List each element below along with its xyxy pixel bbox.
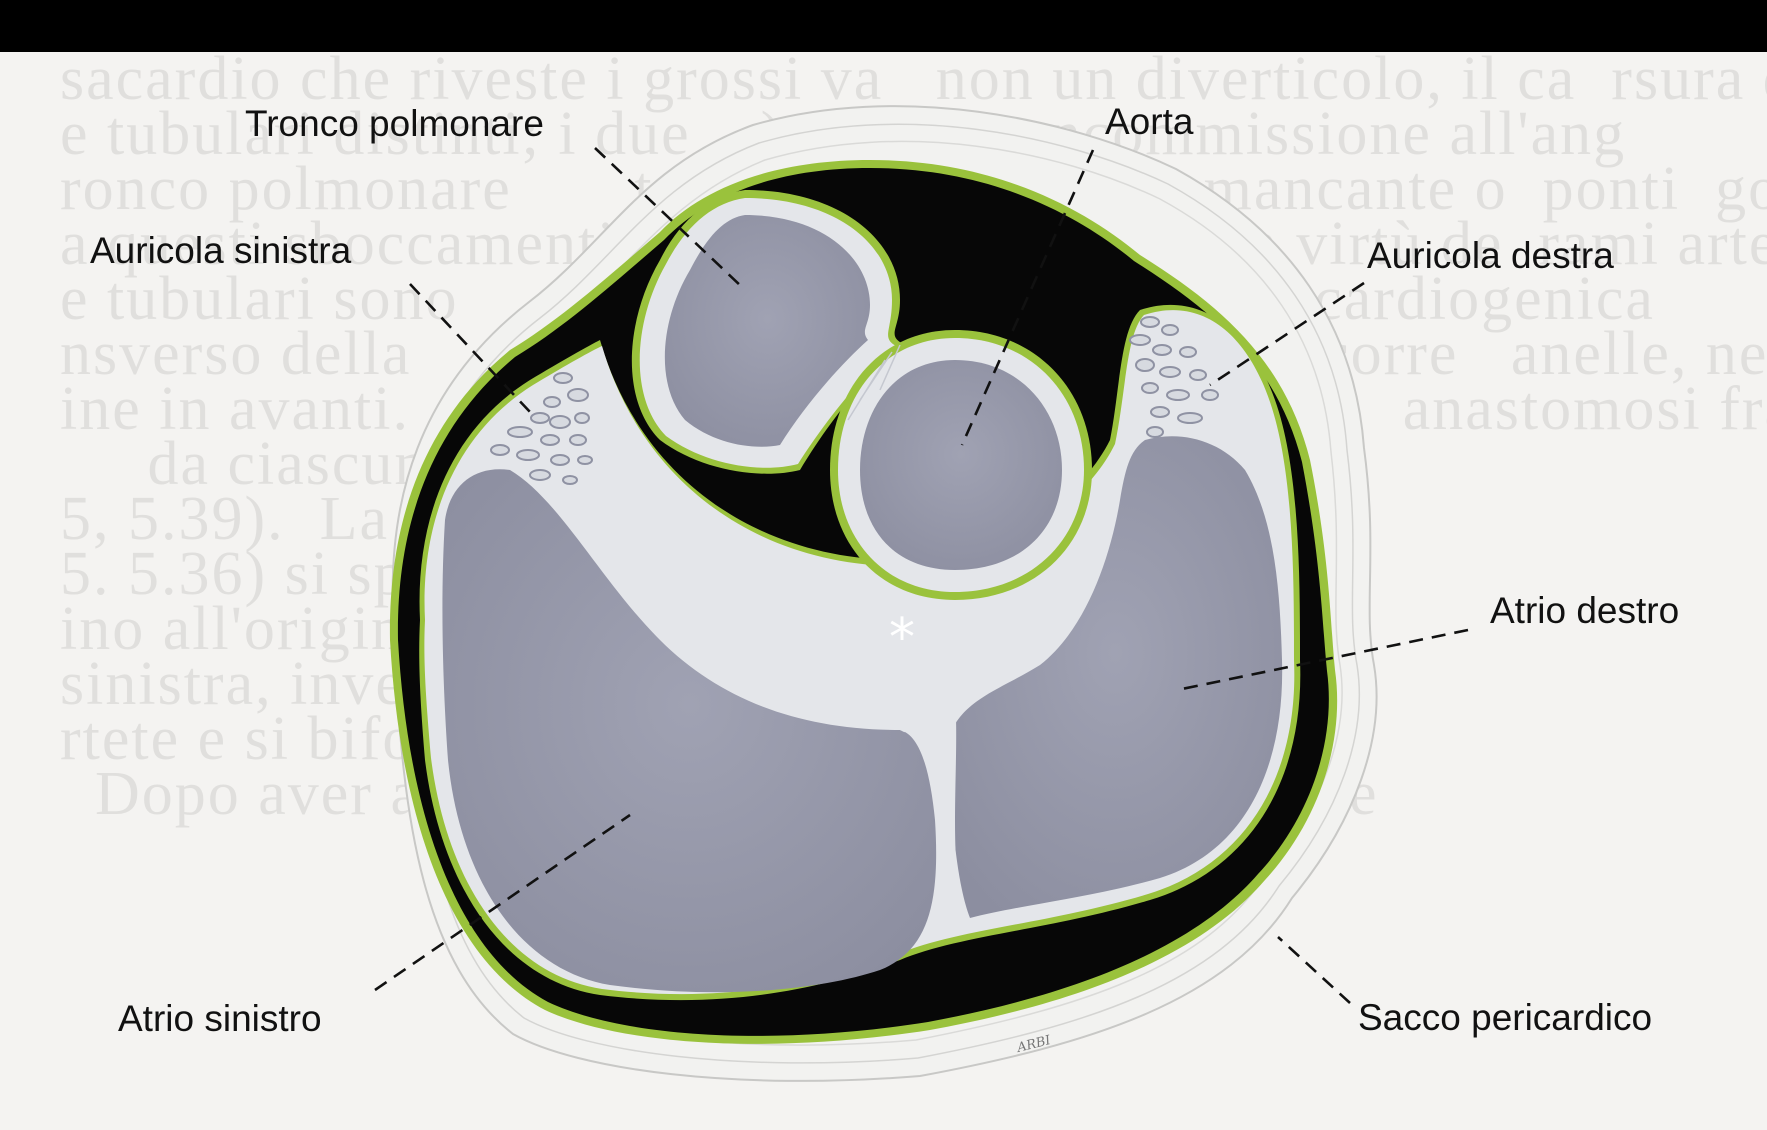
label-atrio-sinistro: Atrio sinistro (118, 1000, 322, 1037)
leader-sacco-pericardico (1278, 937, 1350, 1003)
aorta-lumen (860, 360, 1062, 570)
label-sacco-pericardico: Sacco pericardico (1358, 999, 1652, 1036)
label-auricola-sinistra: Auricola sinistra (90, 232, 351, 269)
label-auricola-destra: Auricola destra (1367, 237, 1614, 274)
label-tronco-polmonare: Tronco polmonare (245, 105, 544, 142)
label-aorta: Aorta (1105, 103, 1193, 140)
transverse-sinus-marker: * (889, 612, 915, 664)
label-atrio-destro: Atrio destro (1490, 592, 1679, 629)
